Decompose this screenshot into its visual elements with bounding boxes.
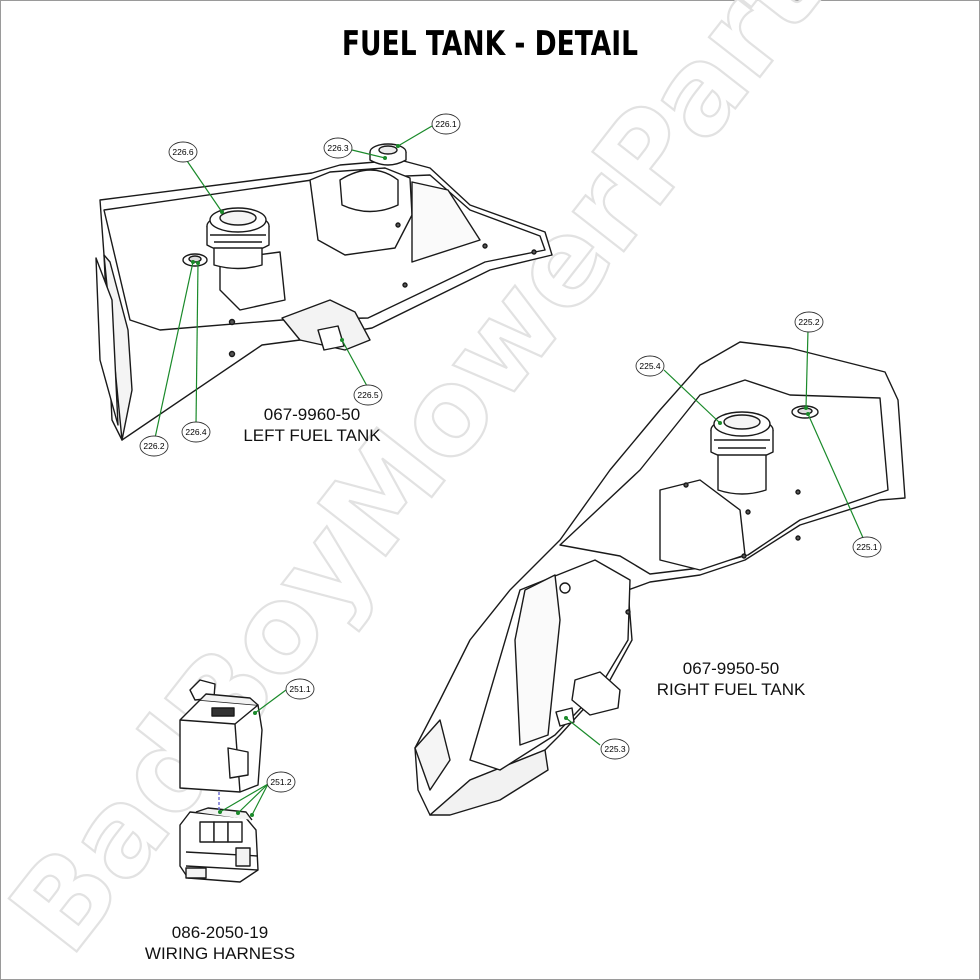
leader-225-1 <box>807 413 865 541</box>
leader-226-1 <box>397 125 433 147</box>
leader-226-4 <box>195 262 199 426</box>
wiring-harness-label: 086-2050-19 WIRING HARNESS <box>130 922 310 964</box>
callout-label: 226.2 <box>143 441 165 451</box>
callout-leaders <box>154 125 865 816</box>
callout-label: 226.5 <box>357 390 379 400</box>
leader-225-2 <box>805 329 809 409</box>
left-fuel-tank-drawing <box>95 143 553 441</box>
leader-226-3 <box>351 149 386 159</box>
callout-label: 226.4 <box>185 427 207 437</box>
callout-226-4: 226.4 <box>181 421 211 443</box>
callout-225-1: 225.1 <box>852 536 882 558</box>
leader-226-5 <box>341 339 368 387</box>
right-fuel-tank-drawing <box>414 341 906 816</box>
callout-label: 225.4 <box>639 361 661 371</box>
leader-251-2c <box>251 783 269 816</box>
callout-225-3: 225.3 <box>600 738 630 760</box>
callout-label: 251.2 <box>270 777 292 787</box>
callout-226-3: 226.3 <box>323 137 353 159</box>
leader-251-2a <box>219 783 269 813</box>
callout-label: 225.1 <box>856 542 878 552</box>
left-fuel-tank-label: 067-9960-50 LEFT FUEL TANK <box>222 404 402 446</box>
callout-arrowheads <box>191 144 810 817</box>
callout-label: 225.3 <box>604 744 626 754</box>
callout-label: 226.3 <box>327 143 349 153</box>
leader-226-6 <box>182 154 223 213</box>
callout-label: 225.2 <box>798 317 820 327</box>
leader-251-1 <box>254 689 287 714</box>
callout-226-2: 226.2 <box>139 435 169 457</box>
leader-225-4 <box>663 369 721 424</box>
callout-251-2: 251.2 <box>266 771 296 793</box>
right-tank-part-number: 067-9950-50 <box>682 659 780 678</box>
harness-part-number: 086-2050-19 <box>171 923 269 942</box>
page-title: FUEL TANK - DETAIL <box>341 24 639 64</box>
right-tank-name: RIGHT FUEL TANK <box>656 680 806 699</box>
left-tank-part-number: 067-9960-50 <box>263 405 361 424</box>
leader-225-3 <box>565 717 601 746</box>
callout-225-4: 225.4 <box>635 355 665 377</box>
callout-label: 251.1 <box>289 684 311 694</box>
right-fuel-tank-label: 067-9950-50 RIGHT FUEL TANK <box>636 658 826 700</box>
wiring-harness-drawing <box>179 679 263 883</box>
callout-251-1: 251.1 <box>285 678 315 700</box>
leader-251-2b <box>237 783 269 814</box>
harness-name: WIRING HARNESS <box>144 944 296 963</box>
callout-226-6: 226.6 <box>168 141 198 163</box>
callout-bubbles: 226.6 226.3 226.1 226.2 226.4 226.5 225.… <box>139 113 882 793</box>
callout-label: 226.6 <box>172 147 194 157</box>
callout-226-5: 226.5 <box>353 384 383 406</box>
callout-226-1: 226.1 <box>431 113 461 135</box>
callout-label: 226.1 <box>435 119 457 129</box>
left-tank-name: LEFT FUEL TANK <box>243 426 381 445</box>
callout-225-2: 225.2 <box>794 311 824 333</box>
leader-226-2 <box>154 261 194 439</box>
